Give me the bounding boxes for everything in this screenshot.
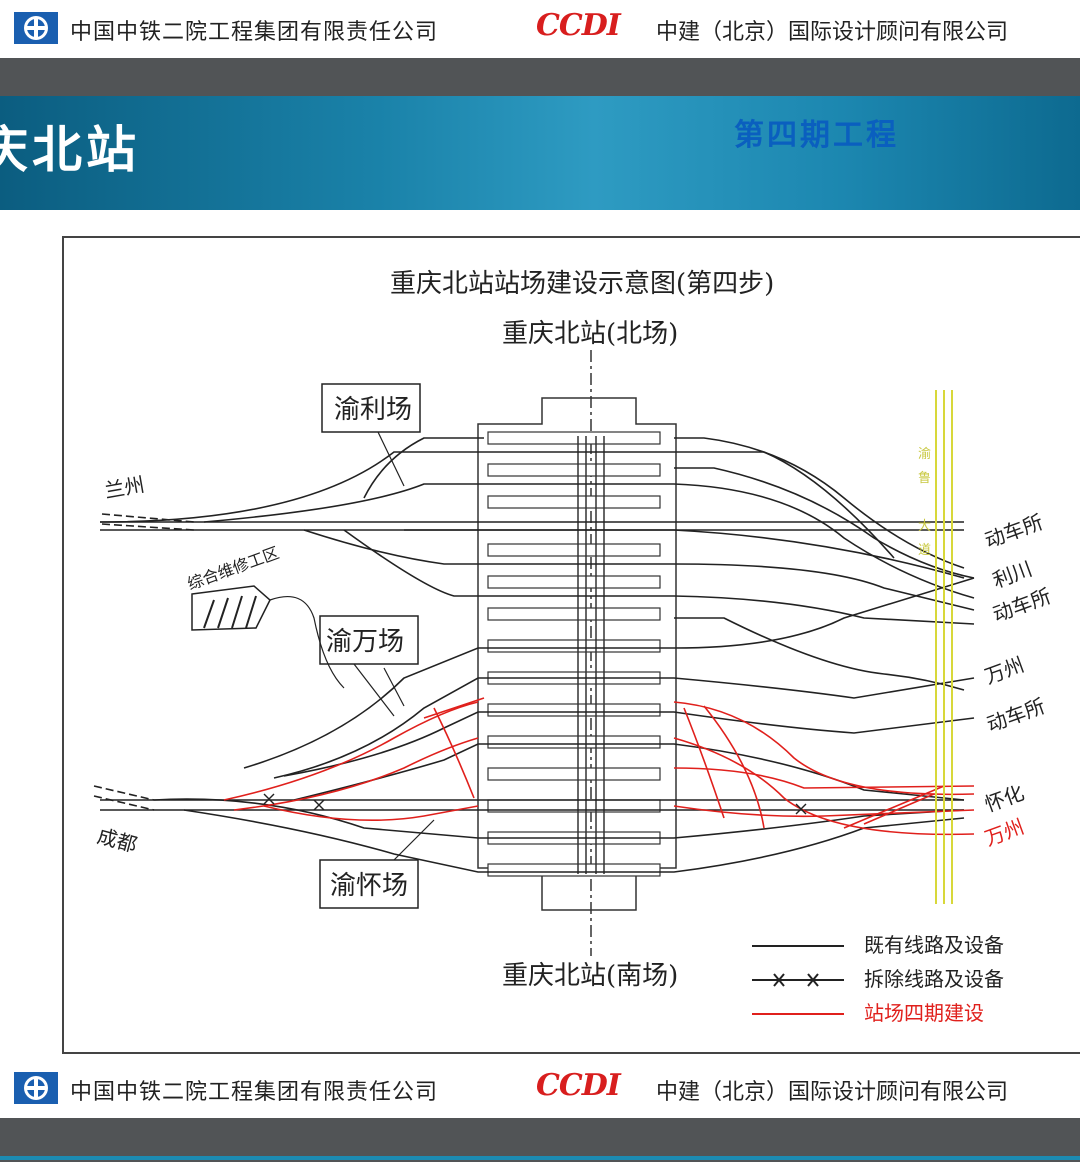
svg-text:鲁: 鲁 — [918, 471, 931, 486]
company-name-crec: 中国中铁二院工程集团有限责任公司 — [70, 20, 439, 45]
north-yard-label: 重庆北站(北场) — [502, 319, 678, 349]
dest-lichuan: 利川 — [990, 556, 1036, 592]
dest-wanzhou-new: 万州 — [982, 814, 1028, 850]
station-building-outline — [477, 397, 677, 911]
right-destinations: 动车所 利川 动车所 万州 动车所 怀化 万州 — [982, 510, 1055, 851]
crec-logo-icon — [14, 1072, 58, 1104]
top-divider-strip — [0, 58, 1080, 96]
south-yard-label: 重庆北站(南场) — [502, 961, 678, 991]
maintenance-area-label: 综合维修工区 — [185, 543, 282, 594]
yard-labels: 渝利场 渝万场 渝怀场 — [319, 383, 435, 909]
yard-label-yuwan: 渝万场 — [326, 627, 404, 657]
top-header: 中国中铁二院工程集团有限责任公司 CCDI 中建（北京）国际设计顾问有限公司 — [0, 0, 1080, 58]
bottom-accent-line — [0, 1156, 1080, 1160]
page-subtitle: 第四期工程 — [734, 118, 899, 153]
phase4-tracks — [223, 697, 975, 836]
concourse — [577, 436, 605, 874]
legend-removed: 拆除线路及设备 — [864, 967, 1004, 991]
track-layout-svg: 重庆北站站场建设示意图(第四步) 重庆北站(北场) 重庆北站(南场) — [93, 269, 1055, 1025]
yard-label-yuli: 渝利场 — [334, 395, 412, 425]
company-name-ccdi: 中建（北京）国际设计顾问有限公司 — [656, 20, 1009, 45]
legend: 既有线路及设备 拆除线路及设备 站场四期建设 — [752, 933, 1004, 1025]
svg-text:大: 大 — [918, 519, 931, 534]
page-title: 庆北站 — [0, 120, 140, 179]
ccdi-logo: CCDI — [536, 8, 621, 43]
company-name-ccdi: 中建（北京）国际设计顾问有限公司 — [656, 1080, 1009, 1105]
svg-text:道: 道 — [918, 543, 931, 558]
company-name-crec: 中国中铁二院工程集团有限责任公司 — [70, 1080, 439, 1105]
dest-emu-depot-1: 动车所 — [982, 510, 1047, 553]
svg-text:渝: 渝 — [918, 446, 931, 462]
dest-emu-depot-3: 动车所 — [984, 694, 1049, 737]
ccdi-logo: CCDI — [536, 1068, 621, 1103]
road-label: 渝 鲁 大 道 — [918, 446, 931, 558]
station-diagram: 重庆北站站场建设示意图(第四步) 重庆北站(北场) 重庆北站(南场) — [62, 236, 1080, 1054]
diagram-title: 重庆北站站场建设示意图(第四步) — [390, 269, 774, 299]
dest-huaihua: 怀化 — [982, 780, 1028, 816]
yard-label-yuhuai: 渝怀场 — [330, 871, 408, 901]
removed-marks — [263, 793, 807, 815]
bottom-divider-strip — [0, 1118, 1080, 1162]
dest-wanzhou: 万州 — [982, 652, 1028, 688]
legend-phase4: 站场四期建设 — [864, 1001, 984, 1025]
existing-tracks — [99, 437, 975, 873]
left-dashed-lines — [93, 513, 195, 811]
bottom-header: 中国中铁二院工程集团有限责任公司 CCDI 中建（北京）国际设计顾问有限公司 — [0, 1060, 1080, 1118]
title-banner: 庆北站 第四期工程 — [0, 96, 1080, 210]
road — [935, 390, 953, 904]
crec-logo-icon — [14, 12, 58, 44]
legend-existing: 既有线路及设备 — [864, 933, 1004, 957]
dest-lanzhou: 兰州 — [103, 472, 147, 503]
dest-chengdu: 成都 — [95, 824, 140, 858]
platforms — [487, 431, 661, 877]
